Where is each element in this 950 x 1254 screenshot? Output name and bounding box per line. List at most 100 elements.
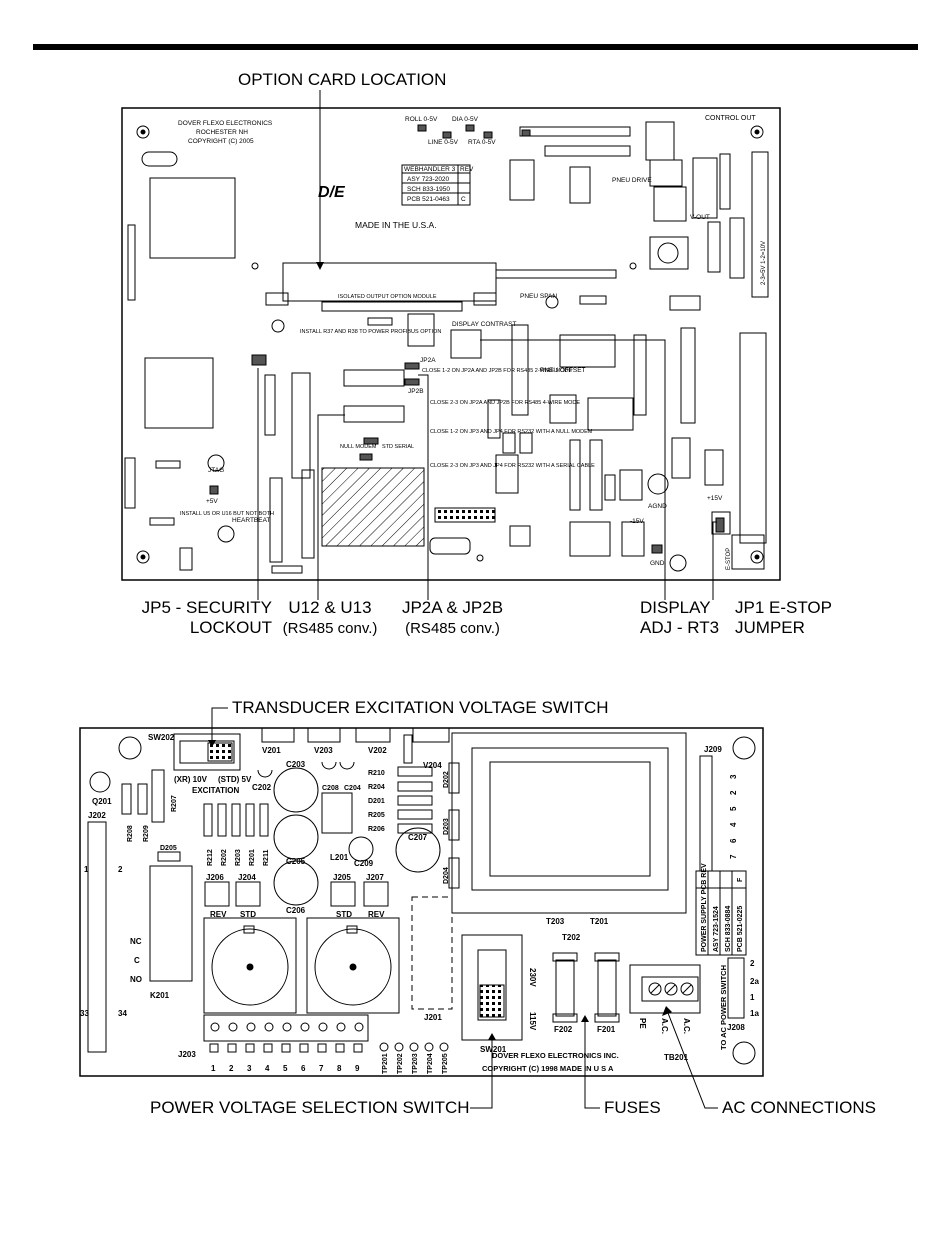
j203-pin-label: 4 xyxy=(265,1064,270,1073)
power-maker: DOVER FLEXO ELECTRONICS INC. xyxy=(492,1051,619,1060)
sw201-label: SW201 xyxy=(480,1045,507,1054)
plus15v-label: +15V xyxy=(707,495,723,502)
v203-label: V203 xyxy=(314,746,333,755)
dia-label: DIA 0-5V xyxy=(452,116,479,123)
std5-label: (STD) 5V xyxy=(218,775,252,784)
board-copyright: COPYRIGHT (C) 2005 xyxy=(188,138,254,145)
ps-pcb: PCB 521-0225 xyxy=(737,906,744,952)
jtag-label: JTAG xyxy=(208,467,224,474)
test-point-icon xyxy=(379,1042,449,1052)
callout-display-line1: DISPLAY xyxy=(640,598,711,617)
callout-ac-connections: AC CONNECTIONS xyxy=(722,1098,876,1117)
test-point-label: TP202 xyxy=(397,1053,404,1074)
v202-label: V202 xyxy=(368,746,387,755)
ps-rev-value: F xyxy=(737,877,744,882)
ac2-label: A.C. xyxy=(682,1018,691,1034)
ps-sch: SCH 833-0884 xyxy=(725,906,732,952)
iso-module-label: ISOLATED OUTPUT OPTION MODULE xyxy=(338,294,437,300)
agnd-label: AGND xyxy=(648,503,667,510)
board-main-labels: DOVER FLEXO ELECTRONICS ROCHESTER NH COP… xyxy=(178,115,767,570)
j202-pin-label: 33 xyxy=(80,1009,89,1018)
j202-pin-label: 2 xyxy=(118,865,123,874)
v115-label: 115V xyxy=(528,1012,537,1031)
c205-label: C205 xyxy=(286,857,306,866)
rev-label-right: REV xyxy=(368,910,385,919)
ps-rev-header: POWER SUPPLY PCB REV xyxy=(701,863,708,952)
test-point-label: TP201 xyxy=(382,1053,389,1074)
mounting-hole-icon xyxy=(136,125,764,564)
std-serial-label: STD SERIAL xyxy=(382,444,414,450)
excitation-label: EXCITATION xyxy=(192,786,239,795)
board-pcb: PCB 521-0463 xyxy=(407,196,450,203)
voltage-range-label: 2-3=5V 1-2=10V xyxy=(761,241,767,285)
pneu-span-label: PNEU SPAN xyxy=(520,293,557,300)
pneu-offset-label: PNEU OFFSET xyxy=(540,367,586,374)
test-point-label: TP203 xyxy=(412,1053,419,1074)
c207-label: C207 xyxy=(408,833,428,842)
screw-terminal-icon xyxy=(648,982,694,996)
relay-c-label: C xyxy=(134,956,140,965)
relay-no-label: NO xyxy=(130,975,142,984)
ps-asy: ASY 723-1524 xyxy=(713,906,720,952)
board-sch: SCH 833-1950 xyxy=(407,186,450,193)
component-label: C208 xyxy=(322,785,339,792)
resistor-label: R203 xyxy=(235,849,242,866)
control-out-label: CONTROL OUT xyxy=(705,115,756,122)
j202-pin-label: 34 xyxy=(118,1009,127,1018)
null-modem-label: NULL MODEM xyxy=(340,444,377,450)
j209-pin-label: 4 xyxy=(729,822,738,827)
t202-label: T202 xyxy=(562,933,581,942)
board-rev: C xyxy=(461,196,466,203)
power-copyright: COPYRIGHT (C) 1998 MADE IN U S A xyxy=(482,1064,614,1073)
plus5v-label: +5V xyxy=(206,498,218,505)
j209-pin-label: 7 xyxy=(729,854,738,859)
resistor-label: R210 xyxy=(368,770,385,777)
rta-label: RTA 0-5V xyxy=(468,139,496,146)
diode-label: D203 xyxy=(443,818,450,835)
t203-label: T203 xyxy=(546,917,565,926)
j203-pin-label: 1 xyxy=(211,1064,216,1073)
resistor-label: D201 xyxy=(368,798,385,805)
f201-label: F201 xyxy=(597,1025,616,1034)
estop-label: E-STOP xyxy=(726,548,732,570)
board-asy: ASY 723-2020 xyxy=(407,176,450,183)
v230-label: 230V xyxy=(528,968,537,987)
relay-nc-label: NC xyxy=(130,937,142,946)
xr-label: (XR) 10V xyxy=(174,775,208,784)
j203-pin-label: 3 xyxy=(247,1064,252,1073)
callout-display-line2: ADJ - RT3 xyxy=(640,618,720,637)
board-main-pcb xyxy=(121,107,781,581)
j204-label: J204 xyxy=(238,873,256,882)
component-label: C204 xyxy=(344,785,361,792)
j203-pin-label: 8 xyxy=(337,1064,342,1073)
c202-label: C202 xyxy=(252,783,272,792)
component-label: R208 xyxy=(127,825,134,842)
resistor-label: R211 xyxy=(263,850,270,866)
board-maker: DOVER FLEXO ELECTRONICS xyxy=(178,120,273,127)
board-rev-header: REV xyxy=(460,166,474,173)
j203-label: J203 xyxy=(178,1050,196,1059)
j203-pin-label: 5 xyxy=(283,1064,288,1073)
callout-jp2-line1: JP2A & JP2B xyxy=(401,598,504,617)
f202-label: F202 xyxy=(554,1025,573,1034)
dfe-logo: D/E xyxy=(318,184,346,201)
minus15v-label: -15V xyxy=(630,518,644,525)
j208-pin-label: 1 xyxy=(750,993,755,1002)
j202-pin-label: 1 xyxy=(84,865,89,874)
rev-label-left: REV xyxy=(210,910,227,919)
t201-label: T201 xyxy=(590,917,609,926)
board-power-supply xyxy=(79,727,764,1077)
board-city: ROCHESTER NH xyxy=(196,129,248,136)
resistor-label: R202 xyxy=(221,849,228,866)
board-power-labels: SW202 (XR) 10V (STD) 5V EXCITATION V201 … xyxy=(88,733,745,1073)
pe-label: PE xyxy=(638,1018,647,1029)
callout-option-card: OPTION CARD LOCATION xyxy=(238,70,447,89)
resistor-label: R205 xyxy=(368,812,385,819)
callout-fuses: FUSES xyxy=(604,1098,661,1117)
jp3-note-23: CLOSE 2-3 ON JP3 AND JP4 FOR RS232 WITH … xyxy=(430,463,595,469)
j203-pin-label: 2 xyxy=(229,1064,234,1073)
line-label: LINE 0-5V xyxy=(428,139,459,146)
v204-label: V204 xyxy=(423,761,442,770)
component-label: D205 xyxy=(160,845,177,852)
